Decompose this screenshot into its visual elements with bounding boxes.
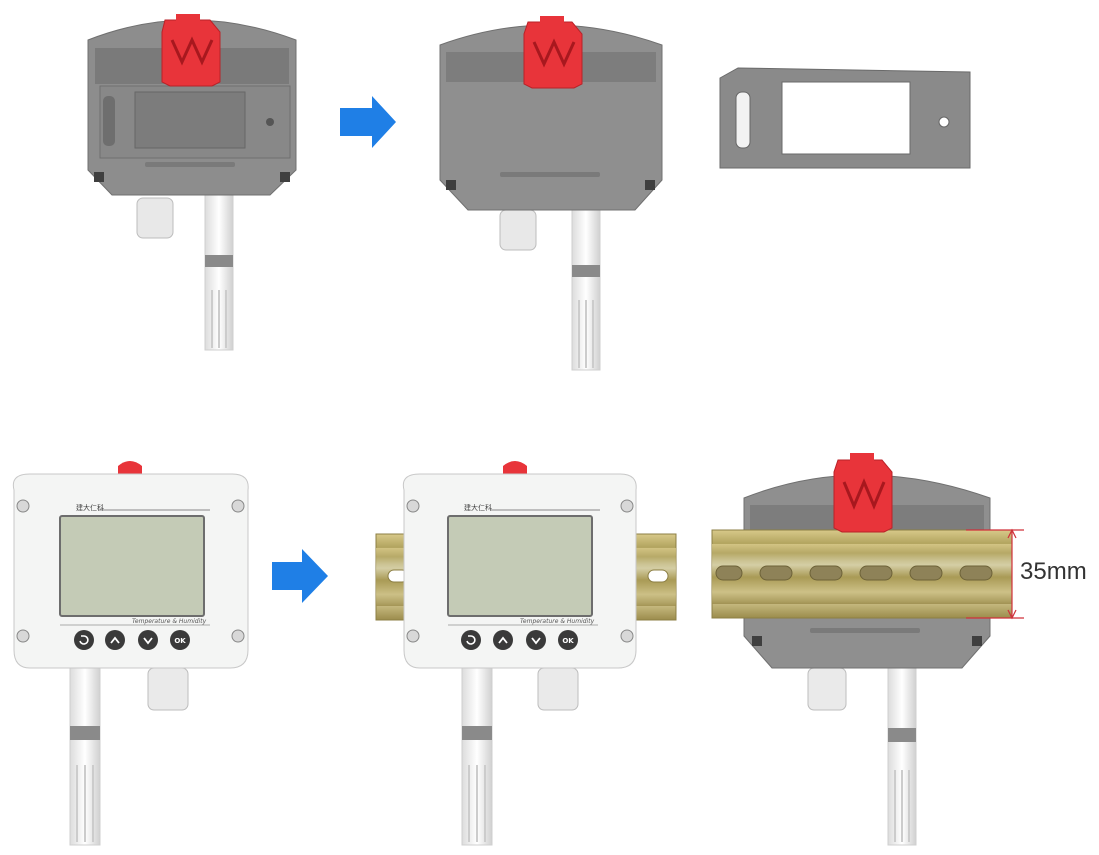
- arrow-icon-1: [340, 96, 396, 148]
- ok-button-label-2: OK: [562, 637, 574, 645]
- ok-button-label-1: OK: [174, 637, 186, 645]
- device-caption-1: Temperature & Humidity: [132, 618, 207, 625]
- dimension-label: 35mm: [1020, 558, 1087, 585]
- front-buttons-2: [461, 630, 578, 650]
- brand-text-1: 建大仁科: [76, 504, 104, 512]
- front-device-standalone: [12, 461, 249, 846]
- mounting-bracket: [719, 67, 971, 169]
- device-caption-2: Temperature & Humidity: [520, 618, 595, 625]
- back-device-on-rail: [711, 453, 1024, 846]
- brand-text-2: 建大仁科: [464, 504, 492, 512]
- back-housing-bracket-removed: [439, 16, 663, 371]
- back-housing-with-bracket: [87, 14, 297, 351]
- dimension-marker: [966, 528, 1024, 620]
- front-buttons-1: [74, 630, 190, 650]
- front-device-on-rail: [375, 461, 677, 846]
- arrow-icon-2: [272, 549, 328, 603]
